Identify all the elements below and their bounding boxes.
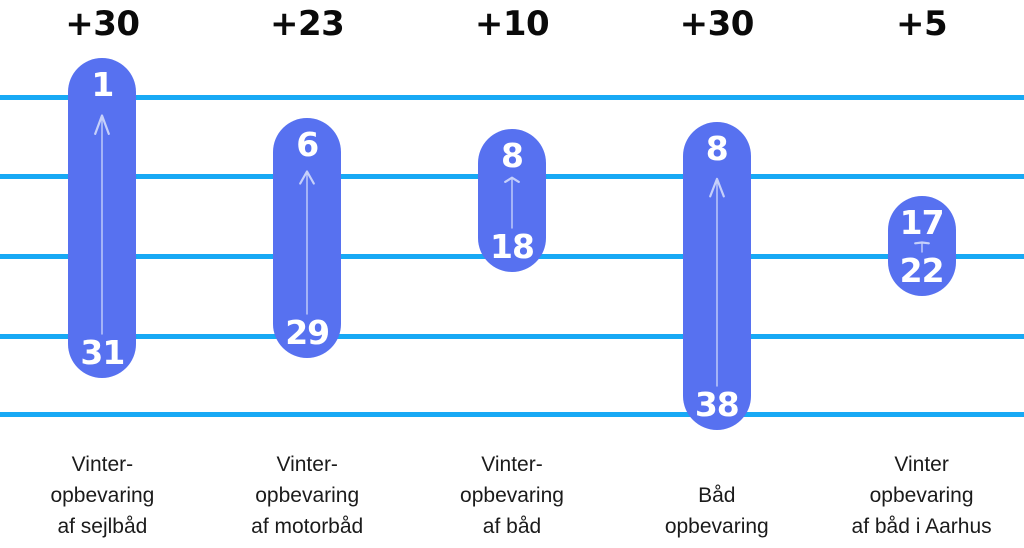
keyword-label: Vinter- opbevaring af motorbåd <box>251 453 364 538</box>
rank-change-capsule[interactable]: 8 18 <box>477 129 546 272</box>
keyword-label: Vinter- opbevaring af sejlbåd <box>50 453 155 538</box>
arrow-up-icon <box>888 242 956 252</box>
capsule-inner: 8 38 <box>683 122 751 430</box>
arrow-up-icon <box>68 104 136 334</box>
rank-change-capsule[interactable]: 6 29 <box>273 118 342 358</box>
rank-change-capsule[interactable]: 1 31 <box>68 58 137 378</box>
delta-label: +10 <box>474 4 550 44</box>
new-rank-value: 8 <box>705 129 729 168</box>
rank-change-capsule[interactable]: 8 38 <box>682 122 751 430</box>
delta-label: +30 <box>65 4 140 44</box>
capsule-inner: 1 31 <box>68 58 136 378</box>
capsule-inner: 6 29 <box>273 118 341 358</box>
capsule-inner: 8 18 <box>478 129 546 272</box>
arrow-up-icon <box>273 164 341 314</box>
keyword-label: Båd opbevaring <box>664 484 769 538</box>
old-rank-value: 38 <box>694 385 740 424</box>
keyword-label: Vinter opbevaring af båd i Aarhus <box>851 453 992 538</box>
old-rank-value: 18 <box>490 227 535 266</box>
arrow-up-icon <box>478 175 546 228</box>
delta-label: +23 <box>270 4 345 44</box>
old-rank-value: 22 <box>899 251 945 290</box>
keyword-label: Vinter- opbevaring af båd <box>460 453 564 538</box>
new-rank-value: 6 <box>296 125 319 164</box>
new-rank-value: 8 <box>501 136 524 175</box>
delta-label: +30 <box>679 4 755 44</box>
delta-label: +5 <box>896 4 948 44</box>
old-rank-value: 29 <box>285 313 330 352</box>
arrow-up-icon <box>683 168 751 386</box>
old-rank-value: 31 <box>80 333 125 372</box>
new-rank-value: 17 <box>899 203 945 242</box>
new-rank-value: 1 <box>91 65 114 104</box>
